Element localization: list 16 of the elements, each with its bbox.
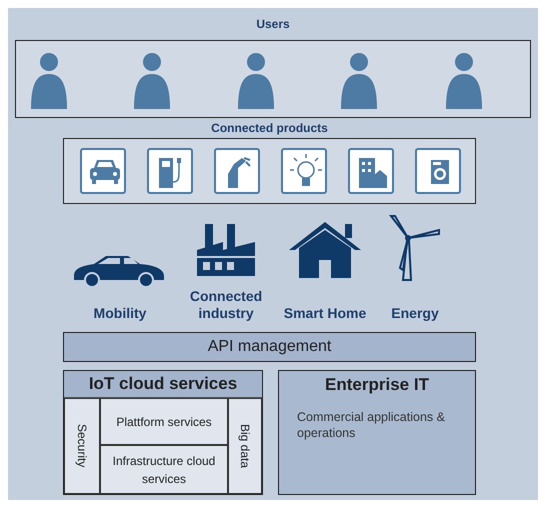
category-label: Energy xyxy=(391,305,439,322)
section-header: IoT cloud services xyxy=(64,371,262,398)
service-block: Big data xyxy=(228,398,262,494)
section-heading: Enterprise IT xyxy=(324,374,430,396)
service-block: Security xyxy=(64,398,100,494)
category-label: Connected industry xyxy=(188,288,264,322)
service-block: Infrastructure cloud services xyxy=(100,445,228,494)
service-block: Plattform services xyxy=(100,398,228,445)
category-label: Mobility xyxy=(94,305,146,322)
category-label: Smart Home xyxy=(284,305,366,322)
body-text: Commercial applications & operations xyxy=(297,409,446,441)
api-bar: API management xyxy=(63,332,476,362)
section-heading: Users xyxy=(255,16,291,32)
enterprise-panel xyxy=(278,370,476,495)
section-heading: Connected products xyxy=(210,120,329,136)
service-panel xyxy=(63,370,263,495)
